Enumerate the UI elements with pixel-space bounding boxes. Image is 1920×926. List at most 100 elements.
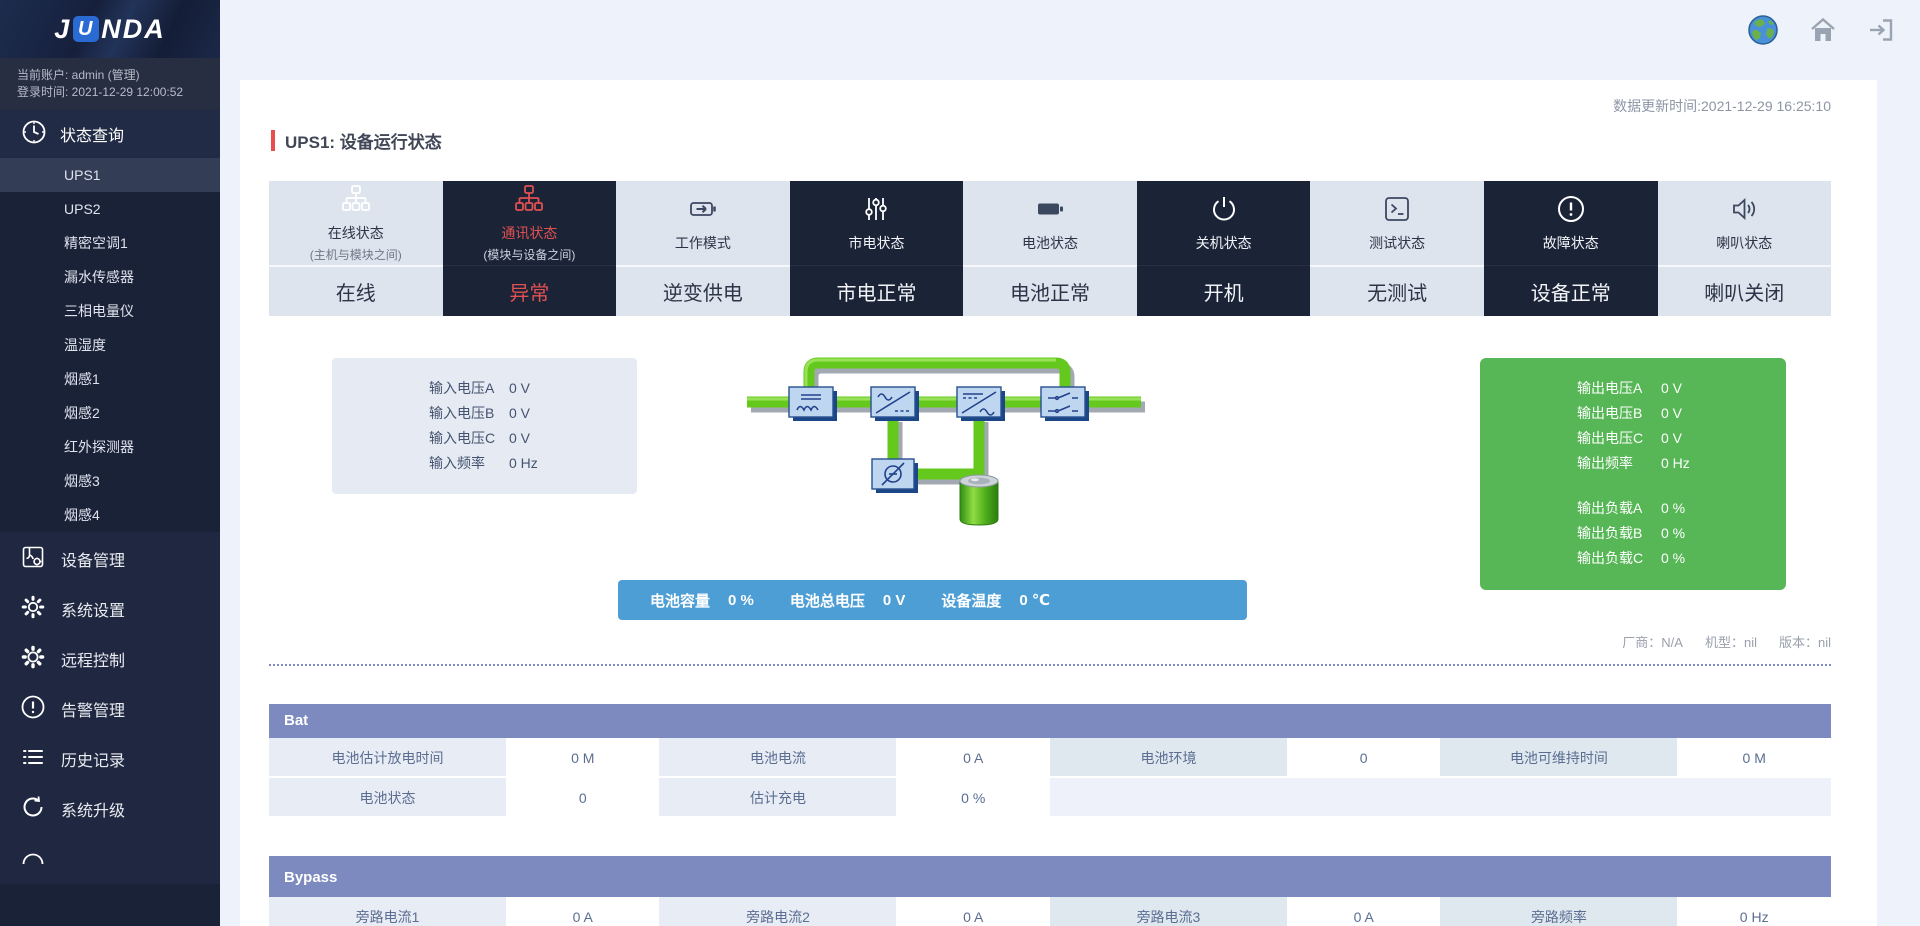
tile-value: 无测试 xyxy=(1310,265,1484,316)
tile-value: 设备正常 xyxy=(1483,265,1658,316)
bat-table-title: Bat xyxy=(269,704,1831,738)
bypass-table: Bypass 旁路电流1 0 A 旁路电流2 0 A 旁路电流3 0 A 旁路频… xyxy=(269,856,1831,926)
tile-value: 异常 xyxy=(442,265,617,316)
gear-icon xyxy=(20,644,46,675)
language-globe-icon[interactable] xyxy=(1746,13,1780,52)
sidebar-item-remote-control[interactable]: 远程控制 xyxy=(0,634,220,684)
dotted-divider xyxy=(269,664,1831,666)
rectifier-box xyxy=(788,386,837,421)
dc-ac-inverter-box xyxy=(956,386,1005,421)
table-cell-label: 电池电流 xyxy=(659,738,899,776)
tile-test-status: 测试状态 无测试 xyxy=(1310,181,1484,316)
output-switch-box xyxy=(1040,386,1089,421)
sidebar-item-ups1[interactable]: UPS1 xyxy=(0,158,220,192)
alert-circle-icon xyxy=(20,694,46,725)
alert-circle-icon xyxy=(1555,193,1587,230)
table-cell-label: 估计充电 xyxy=(659,778,899,816)
ups-flow-diagram xyxy=(745,342,1145,532)
sidebar-section-label: 系统升级 xyxy=(61,803,126,820)
logo-u-mark: U xyxy=(73,16,100,42)
partial-circle-icon xyxy=(20,844,46,875)
network-icon xyxy=(513,183,545,220)
login-time: 登录时间: 2021-12-29 12:00:52 xyxy=(17,85,184,99)
bat-table: Bat 电池估计放电时间 0 M 电池电流 0 A 电池环境 0 电池可维持时间… xyxy=(269,704,1831,818)
sidebar-item-three-phase-meter[interactable]: 三相电量仪 xyxy=(64,303,134,319)
logout-icon[interactable] xyxy=(1866,16,1894,49)
bypass-table-title: Bypass xyxy=(269,856,1831,897)
sidebar-group-status-query[interactable]: 状态查询 xyxy=(0,110,220,158)
sidebar-section-label: 远程控制 xyxy=(61,653,126,670)
sidebar: 状态查询 UPS1 UPS2 精密空调1 漏水传感器 三相电量仪 温湿度 烟感1… xyxy=(0,110,220,926)
data-update-time: 数据更新时间:2021-12-29 16:25:10 xyxy=(1613,98,1831,114)
main-content: 数据更新时间:2021-12-29 16:25:10 UPS1: 设备运行状态 xyxy=(240,80,1877,926)
table-cell-value: 0 xyxy=(507,778,660,816)
sidebar-item-system-settings[interactable]: 系统设置 xyxy=(0,584,220,634)
gear-icon xyxy=(20,594,46,625)
table-cell-label: 旁路电流3 xyxy=(1049,897,1289,926)
tile-value: 喇叭关闭 xyxy=(1657,265,1832,316)
table-cell-value: 0 A xyxy=(898,897,1050,926)
sidebar-section-label: 系统设置 xyxy=(61,603,126,620)
tile-value: 在线 xyxy=(269,265,443,316)
table-cell-value: 0 M xyxy=(1679,738,1831,776)
tile-comm-status: 通讯状态 (模块与设备之间) 异常 xyxy=(442,181,617,316)
clock-icon xyxy=(21,119,47,150)
table-row: 电池状态 0 估计充电 0 % xyxy=(269,778,1831,818)
table-cell-value: 0 A xyxy=(898,738,1050,776)
sidebar-item-smoke1[interactable]: 烟感1 xyxy=(64,371,100,387)
version: 版本：nil xyxy=(1778,635,1831,650)
sidebar-item-history[interactable]: 历史记录 xyxy=(0,734,220,784)
table-cell-label: 电池环境 xyxy=(1049,738,1289,776)
tile-value: 电池正常 xyxy=(963,265,1137,316)
device-management-icon xyxy=(20,544,46,575)
sidebar-item-system-upgrade[interactable]: 系统升级 xyxy=(0,784,220,834)
battery-charge-icon xyxy=(687,193,719,230)
tile-speaker-status: 喇叭状态 喇叭关闭 xyxy=(1657,181,1832,316)
sidebar-section-label: 设备管理 xyxy=(61,553,126,570)
tile-battery-status: 电池状态 电池正常 xyxy=(963,181,1137,316)
sidebar-item-infrared-detector[interactable]: 红外探测器 xyxy=(64,439,134,455)
account-info: 当前账户: admin (管理) 登录时间: 2021-12-29 12:00:… xyxy=(0,58,220,110)
topbar-actions xyxy=(1746,13,1894,52)
tile-fault-status: 故障状态 设备正常 xyxy=(1483,181,1658,316)
battery-cylinder xyxy=(959,474,999,526)
sidebar-item-smoke2[interactable]: 烟感2 xyxy=(64,405,100,421)
tile-mains-status: 市电状态 市电正常 xyxy=(789,181,964,316)
table-cell-label: 电池状态 xyxy=(269,778,508,816)
sidebar-item-precision-ac1[interactable]: 精密空调1 xyxy=(64,235,128,251)
sidebar-item-smoke3[interactable]: 烟感3 xyxy=(64,473,100,489)
sidebar-item-ups2[interactable]: UPS2 xyxy=(64,201,101,217)
table-cell-label: 旁路电流2 xyxy=(659,897,899,926)
sidebar-item-partial[interactable] xyxy=(0,834,220,884)
tile-power-status: 关机状态 开机 xyxy=(1136,181,1311,316)
power-icon xyxy=(1208,193,1240,230)
sidebar-item-temp-humidity[interactable]: 温湿度 xyxy=(64,337,106,353)
sidebar-sections: 设备管理 系统设置 xyxy=(0,532,220,884)
list-icon xyxy=(20,744,46,775)
sidebar-item-smoke4[interactable]: 烟感4 xyxy=(64,507,100,523)
device-meta: 厂商：N/A 机型：nil 版本：nil xyxy=(1622,632,1831,651)
ac-dc-converter-box xyxy=(870,386,919,421)
sidebar-group-label: 状态查询 xyxy=(60,128,125,145)
refresh-icon xyxy=(20,794,46,825)
sliders-icon xyxy=(860,193,892,230)
table-cell-label: 电池可维持时间 xyxy=(1440,738,1680,776)
tile-value: 开机 xyxy=(1136,265,1311,316)
tile-value: 逆变供电 xyxy=(616,265,790,316)
page-title: UPS1: 设备运行状态 xyxy=(271,128,442,153)
home-icon[interactable] xyxy=(1808,15,1838,50)
table-cell-value: 0 xyxy=(1288,738,1441,776)
table-row: 电池估计放电时间 0 M 电池电流 0 A 电池环境 0 电池可维持时间 0 M xyxy=(269,738,1831,778)
sidebar-item-alarm-management[interactable]: 告警管理 xyxy=(0,684,220,734)
table-cell-value: 0 A xyxy=(507,897,660,926)
sidebar-item-water-leak-sensor[interactable]: 漏水传感器 xyxy=(64,269,134,285)
table-cell-label: 旁路电流1 xyxy=(269,897,508,926)
table-row: 旁路电流1 0 A 旁路电流2 0 A 旁路电流3 0 A 旁路频率 0 Hz xyxy=(269,897,1831,926)
table-cell-value: 0 A xyxy=(1288,897,1441,926)
table-empty-area xyxy=(1049,778,1831,816)
sidebar-item-device-management[interactable]: 设备管理 xyxy=(0,534,220,584)
